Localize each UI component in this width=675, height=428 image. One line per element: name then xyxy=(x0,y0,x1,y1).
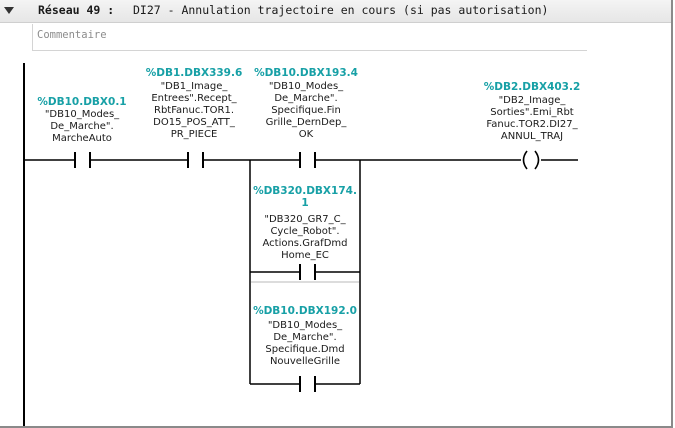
network-header[interactable]: Réseau 49 : DI27 - Annulation trajectoir… xyxy=(0,0,671,23)
contact-4-tag[interactable]: "DB320_GR7_C_ Cycle_Robot". Actions.Graf… xyxy=(262,214,348,261)
contact-5-address[interactable]: %DB10.DBX192.0 xyxy=(253,305,357,317)
contact-no-4[interactable] xyxy=(299,264,316,280)
contact-no-2[interactable] xyxy=(187,152,204,168)
contact-no-5[interactable] xyxy=(299,376,316,392)
contact-3-tag[interactable]: "DB10_Modes_ De_Marche". Specifique.Fin … xyxy=(265,81,347,140)
network-title: Réseau 49 : xyxy=(38,3,115,17)
contact-1-address[interactable]: %DB10.DBX0.1 xyxy=(37,96,127,108)
contact-3-address[interactable]: %DB10.DBX193.4 xyxy=(254,67,358,79)
output-coil[interactable] xyxy=(522,150,540,170)
contact-2-tag[interactable]: "DB1_Image_ Entrees".Recept_ RbtFanuc.TO… xyxy=(151,81,237,140)
contact-no-3[interactable] xyxy=(299,152,316,168)
contact-2-address[interactable]: %DB1.DBX339.6 xyxy=(145,67,243,79)
network-description[interactable]: DI27 - Annulation trajectoire en cours (… xyxy=(133,3,549,17)
comment-left-border xyxy=(32,24,33,50)
comment-placeholder: Commentaire xyxy=(37,29,107,41)
contact-1-tag[interactable]: "DB10_Modes_ De_Marche". MarcheAuto xyxy=(44,109,120,144)
coil-tag[interactable]: "DB2_Image_ Sorties".Emi_Rbt Fanuc.TOR2.… xyxy=(486,95,578,142)
collapse-arrow-icon[interactable] xyxy=(4,7,14,14)
contact-5-tag[interactable]: "DB10_Modes_ De_Marche". Specifique.Dmd … xyxy=(265,320,345,367)
coil-address[interactable]: %DB2.DBX403.2 xyxy=(483,81,581,93)
network-comment[interactable]: Commentaire xyxy=(32,24,587,51)
contact-no-1[interactable] xyxy=(74,152,91,168)
contact-4-address[interactable]: %DB320.DBX174. 1 xyxy=(253,185,357,209)
